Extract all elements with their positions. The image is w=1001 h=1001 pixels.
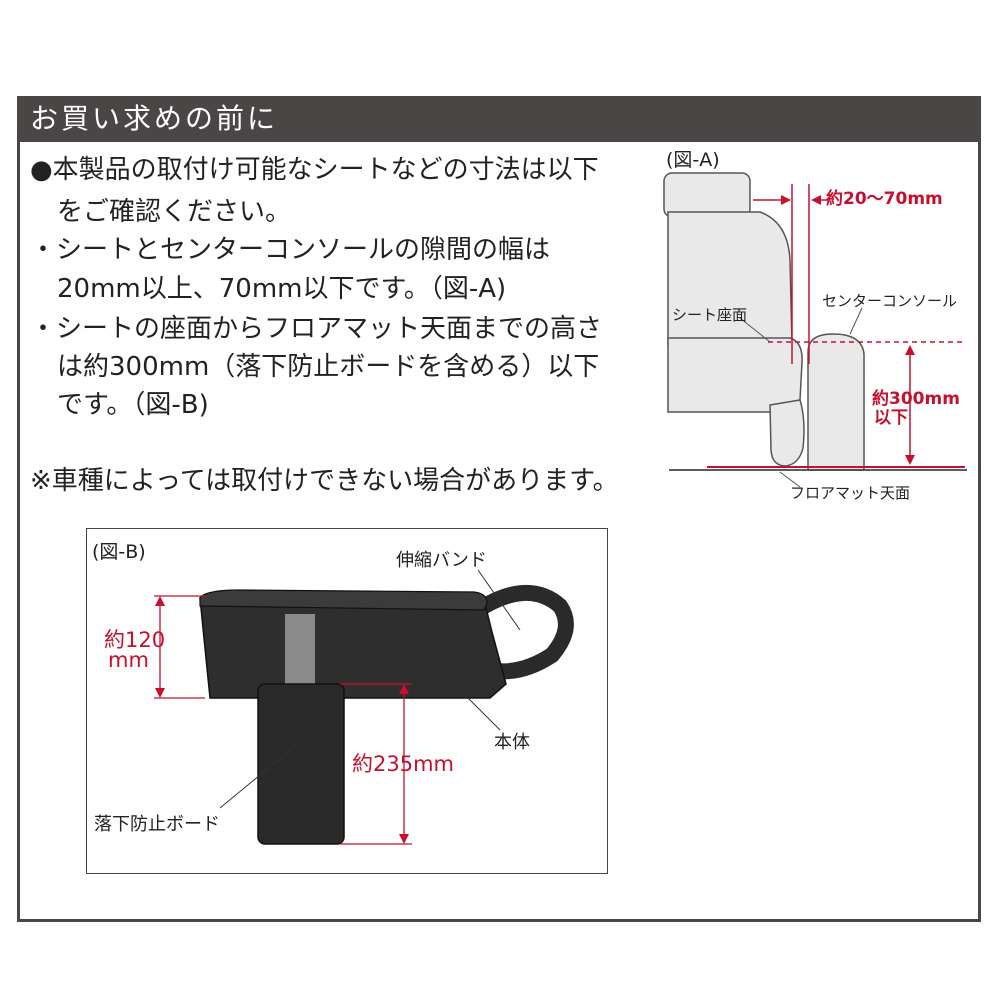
- seat-surface-label: シート座面: [672, 306, 748, 324]
- h235-arrow-bottom: [399, 834, 409, 844]
- height-dimension-line2: 以下: [874, 408, 908, 428]
- page-title: お買い求めの前に: [30, 102, 279, 135]
- height-arrow-top: [905, 345, 915, 355]
- product-body: [199, 597, 507, 699]
- height-arrow-bottom: [905, 455, 915, 465]
- gap-arrow-right-head: [811, 195, 821, 205]
- body-label: 本体: [494, 732, 530, 753]
- body-line-2: をご確認ください。: [57, 197, 292, 227]
- console-leader: [849, 307, 863, 335]
- gap-dimension-label: 約20～70mm: [826, 189, 943, 209]
- stretch-band: [473, 585, 574, 680]
- h120-arrow-top: [155, 596, 165, 606]
- floor-leader: [779, 471, 801, 488]
- seat-leg: [769, 399, 805, 467]
- body-line-3: ・シートとセンターコンソールの隙間の幅は: [30, 235, 551, 265]
- header-bar: [17, 96, 981, 142]
- drop-board: [257, 683, 345, 845]
- body-line-1: ●本製品の取付け可能なシートなどの寸法は以下: [30, 155, 599, 185]
- body-leader: [461, 691, 501, 731]
- body-line-6: は約300mm（落下防止ボードを含める）以下: [57, 352, 600, 382]
- h120-label-line1: 約120: [104, 628, 166, 652]
- seat-back: [667, 211, 793, 346]
- gap-arrow-left-head: [781, 195, 791, 205]
- figure-a-label: (図-A): [666, 149, 720, 171]
- console-label: センターコンソール: [822, 292, 958, 310]
- h235-arrow-top: [399, 684, 409, 694]
- body-line-7: です。（図-B): [57, 390, 209, 420]
- product-rim: [199, 589, 488, 611]
- seat-surface-leader: [739, 317, 771, 343]
- h120-arrow-bottom: [155, 688, 165, 698]
- center-console: [807, 333, 865, 471]
- height-dimension-line1: 約300mm: [872, 389, 960, 409]
- figure-b-label: (図-B): [92, 541, 146, 563]
- floor-label: フロアマット天面: [790, 484, 911, 502]
- body-note: ※車種によっては取付けできない場合があります。: [30, 466, 619, 496]
- board-leader: [219, 741, 301, 809]
- body-line-4: 20mm以上、70mm以下です。（図-A): [57, 274, 507, 304]
- band-leader: [477, 569, 521, 631]
- body-line-5: ・シートの座面からフロアマット天面までの高さ: [30, 314, 603, 344]
- band-label: 伸縮バンド: [396, 550, 487, 571]
- h120-label-line2: mm: [108, 648, 149, 672]
- board-label: 落下防止ボード: [94, 814, 220, 835]
- h235-label: 約235mm: [352, 752, 454, 776]
